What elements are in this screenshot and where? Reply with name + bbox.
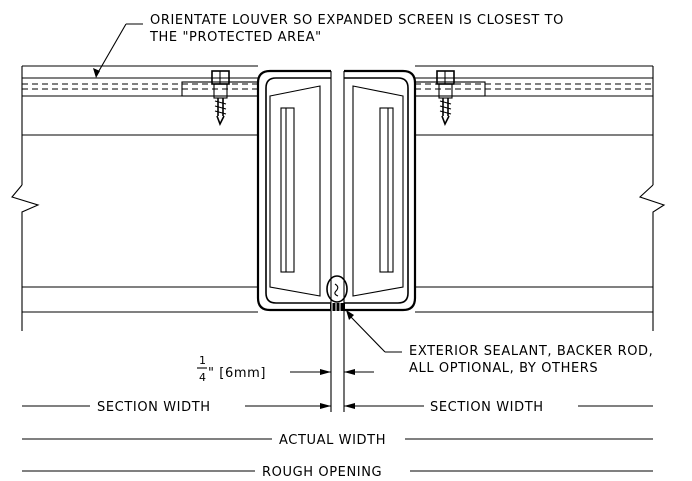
- section-width-right-label: SECTION WIDTH: [430, 400, 544, 415]
- actual-width-label: ACTUAL WIDTH: [279, 433, 386, 448]
- backer-rod-icon: [326, 275, 348, 303]
- sealant-note-line-1: EXTERIOR SEALANT, BACKER ROD,: [409, 344, 653, 359]
- sealant-bead: [330, 303, 345, 311]
- right-break-line: [638, 184, 666, 225]
- orientation-note-leader: [93, 23, 143, 78]
- orientation-note-line-1: ORIENTATE LOUVER SO EXPANDED SCREEN IS C…: [150, 13, 564, 28]
- gap-fraction-denominator: 4: [199, 371, 207, 384]
- louver-frame-lines: [21, 65, 654, 331]
- gap-fraction-numerator: 1: [199, 354, 207, 367]
- gap-dimension-arrows: [290, 369, 374, 375]
- left-screw-icon: [211, 70, 230, 126]
- left-break-line: [11, 184, 40, 225]
- joint-gap-lines: [330, 71, 345, 412]
- orientation-note-line-2: THE "PROTECTED AREA": [149, 30, 322, 45]
- gap-dimension-label: " [6mm]: [208, 366, 266, 381]
- sealant-note-leader: [346, 310, 402, 353]
- left-mullion-channel: [256, 69, 331, 312]
- section-width-dimension-lines: [22, 403, 653, 409]
- section-width-left-label: SECTION WIDTH: [97, 400, 211, 415]
- right-mullion-channel: [344, 69, 417, 312]
- right-screw-icon: [436, 70, 455, 126]
- rough-opening-label: ROUGH OPENING: [262, 465, 382, 480]
- sealant-note-line-2: ALL OPTIONAL, BY OTHERS: [409, 361, 598, 376]
